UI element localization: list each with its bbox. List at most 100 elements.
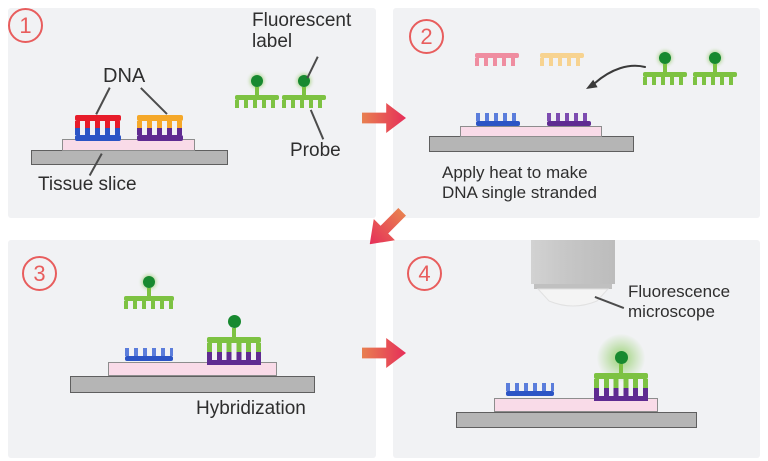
microscope-label: Fluorescence microscope — [628, 282, 730, 322]
ladder-bottom-strand — [137, 135, 183, 141]
fluorescent-dot-icon — [659, 52, 671, 64]
fluorescent-dot-icon — [227, 315, 241, 328]
fluorescent-label-line1: Fluorescent — [252, 10, 352, 31]
probe-stem — [663, 64, 667, 72]
probe-icon — [235, 75, 279, 108]
floating-probe-icon — [124, 276, 174, 309]
probe-icon — [693, 52, 737, 85]
tissue-slice — [460, 126, 602, 137]
strand-backbone — [475, 53, 519, 58]
fluorescent-dot-icon — [143, 276, 155, 288]
probe-label: Probe — [290, 140, 341, 161]
probe-stem — [713, 64, 717, 72]
glass-slide — [456, 412, 697, 428]
target-backbone — [207, 360, 261, 365]
probe-stem — [302, 87, 306, 95]
ladder-top-strand — [137, 115, 183, 121]
probe-icon — [282, 75, 326, 108]
tissue-slice — [62, 139, 195, 151]
single-strand-purple — [547, 113, 591, 126]
ladder-bottom-strand — [75, 135, 121, 141]
strand-teeth — [506, 383, 554, 391]
probe-backbone — [282, 95, 326, 100]
connector-line-dna-left — [95, 87, 111, 115]
fluorescent-dot-icon — [614, 351, 628, 364]
single-strand-blue — [476, 113, 520, 126]
probe-teeth — [282, 100, 326, 108]
strand-backbone — [476, 121, 520, 126]
strand-backbone — [506, 391, 554, 396]
probe-stem — [255, 87, 259, 95]
step-2-badge: 2 — [409, 19, 444, 54]
strand-teeth — [540, 58, 584, 66]
step-1-number: 1 — [19, 12, 32, 38]
ladder-top-strand — [75, 115, 121, 121]
probe-backbone — [235, 95, 279, 100]
microscope-objective-icon — [531, 240, 615, 307]
probe-rungs — [594, 379, 648, 388]
probe-apply-arrow-icon — [586, 64, 646, 89]
fluorescent-label: Fluorescent label — [252, 10, 362, 52]
denatured-strand-yellow — [540, 53, 584, 66]
fluorescent-label-line2: label — [252, 31, 293, 52]
strand-backbone — [540, 53, 584, 58]
denatured-strand-pink — [475, 53, 519, 66]
step-1-badge: 1 — [8, 8, 43, 43]
probe-rungs — [207, 343, 261, 352]
ladder-rungs-top — [137, 121, 183, 128]
single-strand-blue — [506, 383, 554, 396]
heat-caption: Apply heat to make DNA single stranded — [442, 163, 597, 203]
microscope-label-line2: microscope — [628, 302, 715, 321]
target-backbone — [594, 396, 648, 401]
step-3-number: 3 — [33, 260, 46, 286]
dna-ladder-orange-purple — [137, 115, 183, 141]
step-3-badge: 3 — [22, 256, 57, 291]
strand-teeth — [475, 58, 519, 66]
probe-backbone — [693, 72, 737, 77]
tissue-slice — [494, 398, 658, 412]
fluorescent-dot-icon — [709, 52, 721, 64]
probe-teeth — [693, 77, 737, 85]
tissue-slice — [108, 362, 277, 376]
panel-step-3: 3 Hybridization — [8, 240, 376, 458]
probe-icon — [643, 52, 687, 85]
probe-backbone — [643, 72, 687, 77]
tissue-slice-label: Tissue slice — [38, 174, 137, 195]
panel-step-1: 1 DNA Tissue slice — [8, 8, 376, 218]
strand-backbone — [547, 121, 591, 126]
target-rungs — [594, 388, 648, 396]
strand-teeth — [547, 113, 591, 121]
strand-backbone — [125, 356, 173, 361]
connector-line-probe — [310, 109, 325, 140]
heat-caption-line2: DNA single stranded — [442, 183, 597, 202]
step-4-badge: 4 — [407, 256, 442, 291]
strand-teeth — [476, 113, 520, 121]
ladder-rungs-bottom — [75, 128, 121, 135]
hybridization-caption: Hybridization — [196, 398, 306, 419]
probe-backbone — [207, 337, 261, 343]
probe-stem — [147, 288, 151, 296]
probe-stem — [619, 364, 623, 373]
hybridized-probe-glowing — [594, 351, 648, 401]
probe-teeth — [124, 301, 174, 309]
glass-slide — [70, 376, 315, 393]
single-strand-blue — [125, 348, 173, 361]
probe-backbone — [594, 373, 648, 379]
dna-label: DNA — [103, 65, 146, 87]
dna-ladder-red-blue — [75, 115, 121, 141]
step-4-number: 4 — [418, 260, 431, 286]
microscope-label-line1: Fluorescence — [628, 282, 731, 301]
ladder-rungs-bottom — [137, 128, 183, 135]
heat-caption-line1: Apply heat to make — [442, 163, 588, 182]
step-2-number: 2 — [420, 23, 433, 49]
connector-line-dna-right — [140, 87, 168, 115]
hybridized-probe — [207, 315, 261, 365]
glass-slide — [31, 150, 228, 165]
panel-step-4: 4 Fluorescence microscope — [393, 240, 760, 458]
probe-stem — [232, 328, 236, 337]
probe-teeth — [235, 100, 279, 108]
probe-teeth — [643, 77, 687, 85]
panel-step-2: 2 — [393, 8, 760, 218]
target-rungs — [207, 352, 261, 360]
